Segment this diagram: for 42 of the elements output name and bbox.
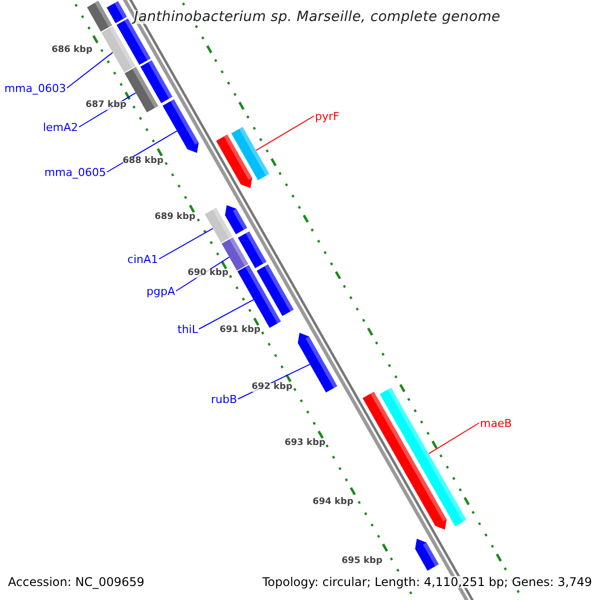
scale-label: 690 kbp xyxy=(188,268,228,278)
gene-name: pyrF xyxy=(315,110,340,122)
gene-block xyxy=(362,392,447,530)
leader-line xyxy=(198,299,254,330)
gene-block xyxy=(231,126,270,180)
scale-label: 688 kbp xyxy=(122,156,164,166)
scale-label: 689 kbp xyxy=(154,212,196,222)
gene-block xyxy=(298,332,338,392)
footer-text: Accession: NC_009659 xyxy=(8,576,144,588)
gene-name: rubB xyxy=(210,394,237,404)
scale-label: 686 kbp xyxy=(52,46,92,54)
gene-name: lemA2 xyxy=(42,122,78,132)
gene-block xyxy=(225,205,248,234)
gene-block xyxy=(87,0,112,32)
leader-line xyxy=(255,116,314,151)
gene-name: mma_0603 xyxy=(4,82,66,94)
gene-block xyxy=(415,538,439,571)
gene-name: thiL xyxy=(178,324,198,334)
leader-line xyxy=(428,422,480,454)
leader-line xyxy=(158,228,214,260)
scale-label: 687 kbp xyxy=(86,100,126,110)
gene-block xyxy=(124,66,158,112)
scale-label: 691 kbp xyxy=(220,326,260,334)
gene-block xyxy=(204,208,232,243)
scale-label: 693 kbp xyxy=(284,438,326,448)
gene-block xyxy=(256,264,294,316)
gene-block xyxy=(162,99,199,153)
gene-block xyxy=(238,231,266,268)
gene-name: maeB xyxy=(480,418,512,428)
scale-label: 694 kbp xyxy=(312,498,354,506)
gene-block xyxy=(101,26,136,72)
gene-name: mma_0605 xyxy=(44,166,106,178)
gene-name: cinA1 xyxy=(127,254,158,264)
gene-block xyxy=(106,1,127,24)
gene-block xyxy=(380,388,466,526)
gene-block xyxy=(216,134,252,188)
footer-text: Topology: circular; Length: 4,110,251 bp; Genes: 3,749 xyxy=(262,576,592,588)
leader-line xyxy=(66,52,114,88)
gene-name: pgpA xyxy=(146,286,175,296)
gene-block xyxy=(140,60,172,104)
scale-label: 695 kbp xyxy=(342,556,382,566)
scale-label: 692 kbp xyxy=(252,382,292,392)
